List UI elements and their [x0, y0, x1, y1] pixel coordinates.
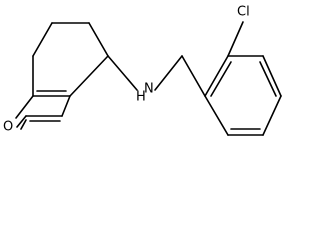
- bond-o-c2: [16, 115, 27, 128]
- bond-ch2-ar: [181, 55, 206, 97]
- bond-ar3-ar4: [262, 55, 282, 97]
- furan-ring: [15, 90, 71, 130]
- benzene-ring: [204, 21, 282, 136]
- bond-c4-c3a: [69, 55, 109, 97]
- bond-ar6-ar1: [204, 95, 229, 136]
- amine-n-label: N: [144, 82, 154, 97]
- chemical-structure: O H N Cl: [3, 5, 282, 136]
- bond-ar4-ar5: [262, 95, 282, 136]
- bond-c7-c6: [32, 22, 53, 57]
- bond-ar1-ar2: [204, 55, 229, 97]
- bond-ar2-cl: [227, 21, 244, 57]
- bond-o-c2-right: [20, 119, 27, 130]
- cyclohexane-ring: [32, 22, 109, 97]
- chlorine-label: Cl: [237, 5, 250, 20]
- bond-c4-n: [107, 55, 138, 91]
- bond-ar1-ar2-double: [210, 61, 232, 97]
- bond-o-c7a: [15, 95, 34, 119]
- bond-ar3-ar4-double: [259, 61, 277, 97]
- oxygen-label: O: [3, 120, 13, 135]
- bond-n-ch2: [154, 55, 183, 91]
- amine-h-label: H: [136, 90, 146, 105]
- amine-linker: [107, 55, 206, 97]
- bond-c3-c3a: [61, 95, 71, 117]
- bond-c5-c4: [88, 22, 109, 57]
